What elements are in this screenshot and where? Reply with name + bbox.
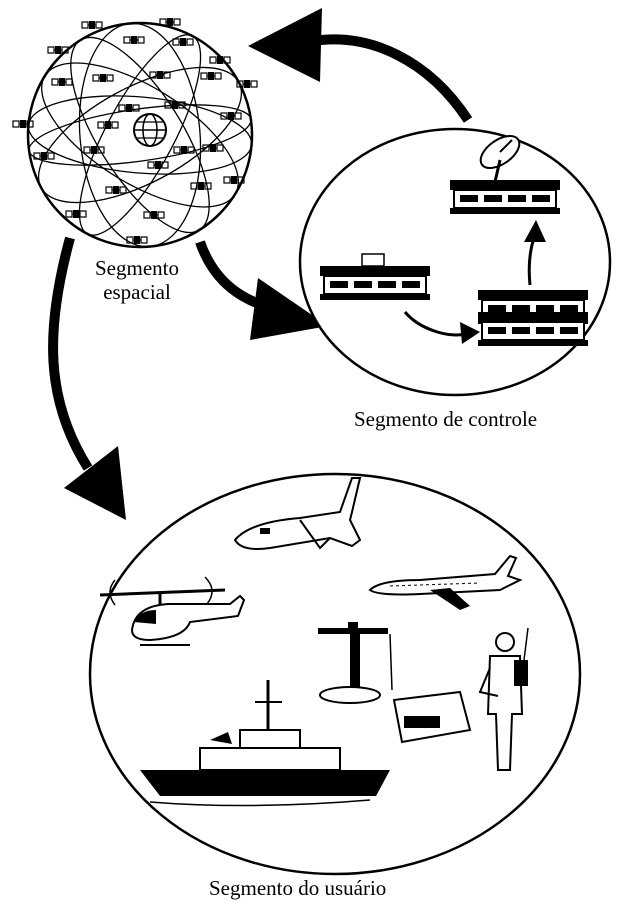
antenna-dish-icon <box>479 135 521 183</box>
person-with-receiver-icon <box>478 627 529 771</box>
satellite-icon <box>190 181 212 191</box>
control-segment-label: Segmento de controle <box>354 407 538 431</box>
satellite-icon <box>105 185 127 195</box>
satellite-icon <box>126 235 148 245</box>
arrow-space-to-control <box>195 240 328 340</box>
space-segment-label: Segmento espacial <box>82 256 192 304</box>
arrow-station-to-station <box>403 311 480 344</box>
satellite-icon <box>223 175 245 185</box>
airplane-icon <box>368 554 523 610</box>
satellite-icon <box>143 210 165 220</box>
satellite-icon <box>65 209 87 219</box>
space-segment-label-line2: espacial <box>103 280 171 304</box>
space-shuttle-icon <box>233 477 362 550</box>
satellite-icon <box>12 119 34 129</box>
satellite-icon <box>149 70 171 80</box>
helicopter-icon <box>99 576 246 646</box>
space-segment-sphere <box>26 21 254 249</box>
arrow-station-to-dish <box>524 220 546 286</box>
satellite-icon <box>97 120 119 130</box>
station-icon <box>477 289 589 347</box>
arrow-space-to-user <box>48 236 126 520</box>
satellite-icon <box>92 73 114 83</box>
satellite-icon <box>47 45 69 55</box>
gps-receiver-icon <box>318 622 472 744</box>
satellite-icon <box>81 20 103 30</box>
station-icon <box>319 253 431 301</box>
satellite-icon <box>209 55 231 65</box>
arrow-control-to-space <box>248 8 473 123</box>
ship-icon <box>140 680 390 807</box>
satellite-icon <box>173 145 195 155</box>
satellite-icon <box>33 151 55 161</box>
station-icon <box>449 179 561 215</box>
satellite-icon <box>118 103 140 113</box>
control-segment-circle <box>298 127 612 397</box>
satellite-icon <box>147 160 169 170</box>
satellite-icon <box>83 145 105 155</box>
satellite-icon <box>51 77 73 87</box>
satellite-icon <box>172 37 194 47</box>
satellite-icon <box>159 17 181 27</box>
user-segment-label: Segmento do usuário <box>209 876 387 900</box>
space-segment-label-line1: Segmento <box>95 256 179 280</box>
globe-icon <box>133 113 167 147</box>
satellite-icon <box>200 71 222 81</box>
satellite-icon <box>123 35 145 45</box>
